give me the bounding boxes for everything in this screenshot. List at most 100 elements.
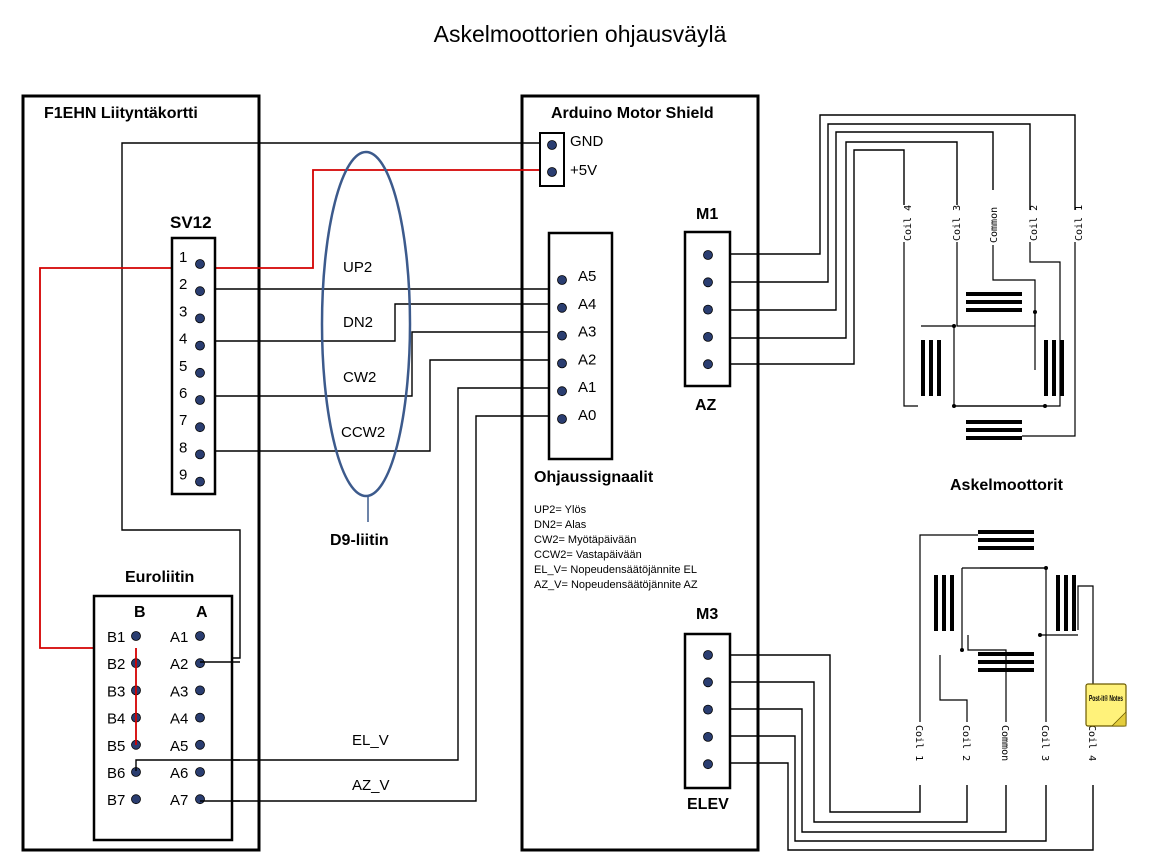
signal-up2: UP2 — [343, 259, 372, 276]
wire-cw2 — [200, 331, 552, 397]
sv12-pin-3 — [195, 313, 205, 324]
wires — [121, 114, 1094, 851]
analog-pin-a0 — [557, 414, 567, 424]
euro-pin-label-a3: A3 — [170, 683, 188, 700]
bottom-motor-coils — [934, 530, 1076, 672]
m1-pin-1 — [703, 250, 713, 260]
top-motor-dots — [952, 310, 1047, 408]
top-coil-label-3: Common — [989, 207, 1000, 243]
euro-pin-label-b2: B2 — [107, 656, 125, 673]
sv12-connector — [170, 236, 217, 496]
bottom-coil-label-5: Coil 4 — [1086, 725, 1097, 761]
wire-m1-2 — [708, 123, 1031, 283]
interface-card-box — [21, 94, 261, 852]
analog-pin-a4 — [557, 302, 567, 313]
wire-plus5v — [200, 169, 552, 269]
signal-cw2: CW2 — [343, 369, 376, 386]
signal-az-v: AZ_V — [352, 777, 390, 794]
euro-pin-a1 — [195, 631, 205, 641]
arduino-box — [520, 94, 760, 852]
wire-m1-1 — [708, 114, 1076, 255]
wire-az-v — [200, 415, 552, 802]
top-coil-label-5: Coil 1 — [1074, 205, 1085, 241]
motors-label: Askelmoottorit — [950, 477, 1064, 494]
sv12-label: SV12 — [170, 213, 212, 232]
m3-pin-2 — [703, 677, 713, 688]
euro-pin-label-b1: B1 — [107, 629, 125, 646]
sv12-pin-label-2: 2 — [179, 276, 187, 293]
wire-gnd — [121, 142, 552, 659]
wire-m3-3 — [708, 708, 1007, 833]
m1-pins — [703, 250, 713, 370]
sv12-pin-label-8: 8 — [179, 439, 187, 456]
euro-pin-label-a6: A6 — [170, 765, 188, 782]
m3-sub-label: ELEV — [687, 796, 729, 813]
euro-label: Euroliitin — [125, 569, 194, 586]
sv12-pin-5 — [195, 367, 205, 378]
euro-pin-a6 — [195, 767, 205, 777]
sv12-pin-1 — [195, 259, 205, 269]
interface-card-label: F1EHN Liityntäkortti — [44, 105, 198, 122]
post-it-text: Post-it® Notes — [1089, 694, 1123, 703]
analog-pin-label-a1: A1 — [578, 379, 596, 396]
analog-pin-label-a3: A3 — [578, 324, 596, 341]
sv12-pin-label-3: 3 — [179, 303, 187, 320]
signal-ccw2: CCW2 — [341, 424, 385, 441]
analog-pin-a2 — [557, 358, 567, 369]
bottom-coil-label-4: Coil 3 — [1039, 725, 1050, 761]
signal-dn2: DN2 — [343, 314, 373, 331]
euro-pin-a3 — [195, 685, 205, 696]
m3-pin-5 — [703, 759, 713, 770]
wire-m1-5 — [708, 149, 905, 365]
legend-line-2: DN2= Alas — [534, 519, 587, 531]
m1-sub-label: AZ — [695, 397, 717, 414]
pin-gnd — [547, 140, 557, 150]
bottom-coil-label-2: Coil 2 — [960, 725, 971, 761]
euro-pin-a4 — [195, 712, 205, 723]
euro-pin-label-b7: B7 — [107, 792, 125, 809]
legend-line-4: CCW2= Vastapäivään — [534, 549, 642, 561]
analog-pin-a5 — [557, 275, 567, 285]
euro-pin-label-a2: A2 — [170, 656, 188, 673]
d9-ellipse — [320, 150, 412, 498]
analog-pin-a1 — [557, 386, 567, 397]
euro-pin-label-a1: A1 — [170, 629, 188, 646]
analog-pin-label-a4: A4 — [578, 296, 596, 313]
label-plus5v: +5V — [570, 162, 597, 179]
legend-line-1: UP2= Ylös — [534, 504, 587, 516]
sv12-pin-6 — [195, 395, 205, 405]
m1-label: M1 — [696, 206, 718, 223]
wire-m3-2 — [708, 681, 968, 823]
m3-pin-3 — [703, 704, 713, 715]
top-motor-labels: Coil 4 Coil 3 Common Coil 2 Coil 1 — [903, 205, 1085, 243]
sv12-pin-label-4: 4 — [179, 331, 187, 348]
euro-pin-label-b4: B4 — [107, 711, 125, 728]
bottom-motor-labels: Coil 1 Coil 2 Common Coil 3 Coil 4 — [913, 725, 1097, 761]
euro-pin-label-a5: A5 — [170, 738, 188, 755]
euro-col-a: A — [196, 604, 208, 621]
wire-m3-5 — [708, 762, 1094, 851]
sv12-pin-label-7: 7 — [179, 412, 187, 429]
m1-pin-2 — [703, 277, 713, 288]
legend-line-5: EL_V= Nopeudensäätöjännite EL — [534, 564, 697, 576]
euro-pin-a2 — [195, 658, 205, 669]
sv12-pin-4 — [195, 340, 205, 351]
analog-pin-label-a2: A2 — [578, 351, 596, 368]
m1-pin-5 — [703, 359, 713, 370]
euro-pin-b7 — [131, 794, 141, 805]
legend-line-6: AZ_V= Nopeudensäätöjännite AZ — [534, 579, 698, 591]
euro-pin-b1 — [131, 631, 141, 641]
euro-pin-label-b3: B3 — [107, 683, 125, 700]
euro-pin-label-b6: B6 — [107, 765, 125, 782]
sv12-pin-8 — [195, 449, 205, 460]
post-it-notes-icon[interactable]: Post-it® Notes — [1085, 683, 1127, 727]
euro-connector — [92, 594, 234, 842]
m3-label: M3 — [696, 606, 718, 623]
m3-pin-1 — [703, 650, 713, 660]
sv12-pin-9 — [195, 476, 205, 487]
sv12-pin-label-5: 5 — [179, 358, 187, 375]
euro-pin-label-b5: B5 — [107, 738, 125, 755]
